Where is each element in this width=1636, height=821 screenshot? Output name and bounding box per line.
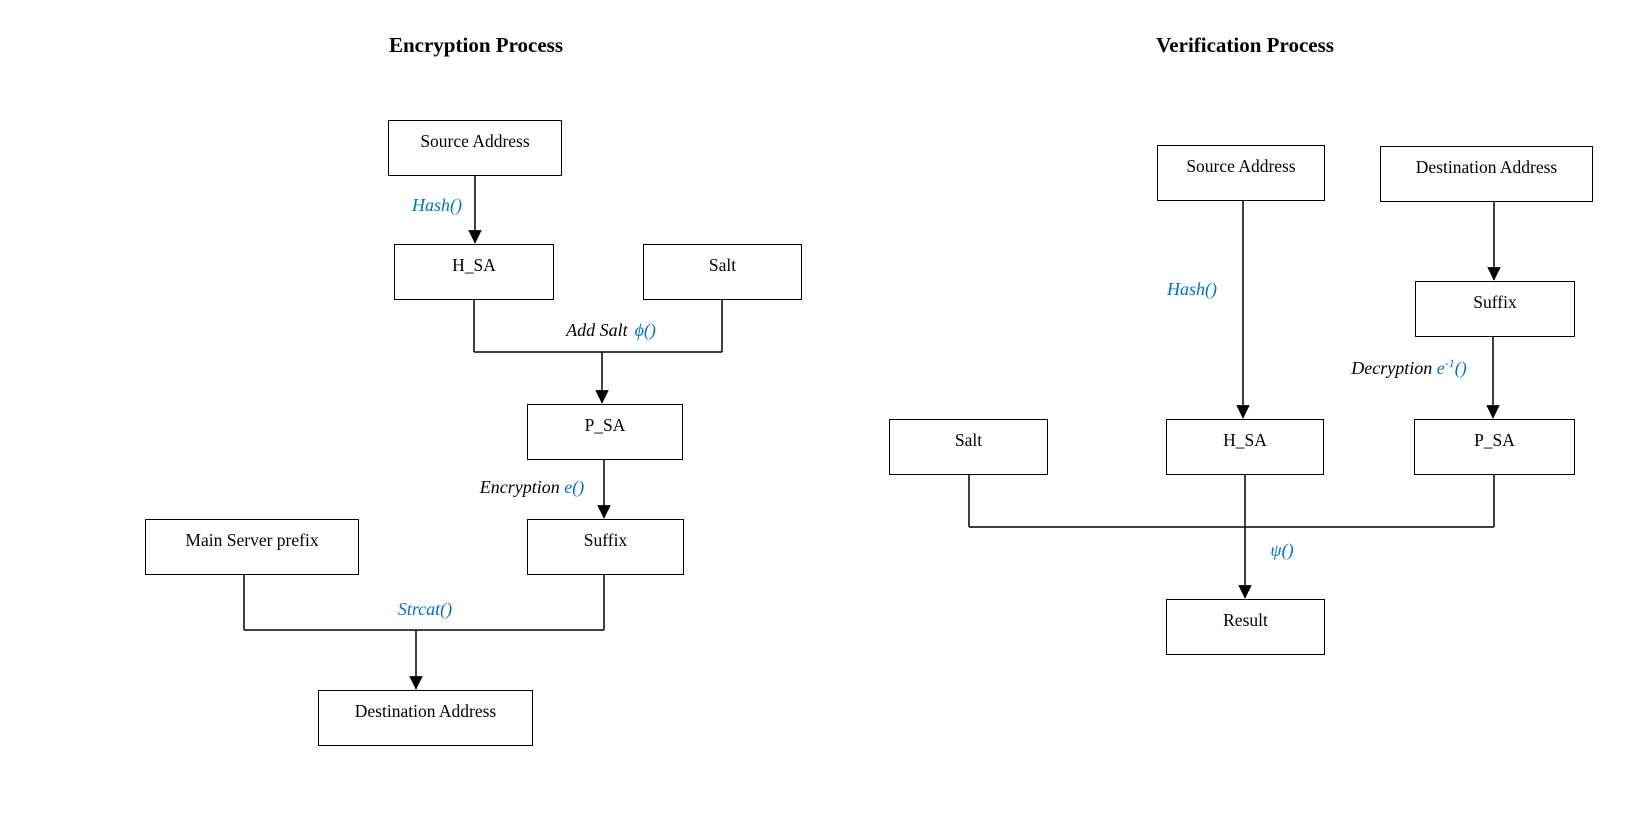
edge-label-encryption: Encryption e() [480, 477, 584, 497]
edge-label-hash-enc: Hash() [412, 195, 462, 215]
node-label: Salt [708, 255, 737, 275]
function-name: ϕ() [634, 320, 656, 340]
edge-label-add-salt: Add Salt ϕ() [566, 320, 656, 340]
node-source-address-ver: Source Address [1157, 145, 1325, 201]
node-suffix-enc: Suffix [527, 519, 684, 575]
node-result: Result [1166, 599, 1325, 655]
edge-label-decryption: Decryption e-1() [1351, 356, 1467, 378]
node-hsa-ver: H_SA [1166, 419, 1324, 475]
function-name: ψ() [1270, 540, 1294, 560]
function-name: Strcat() [397, 599, 453, 619]
node-salt-ver: Salt [889, 419, 1048, 475]
node-label: Suffix [1473, 292, 1517, 312]
function-name: e [1436, 358, 1445, 378]
operation-name: Add Salt [566, 320, 628, 340]
edge-label-strcat: Strcat() [398, 599, 452, 619]
node-label: H_SA [1223, 430, 1267, 450]
node-label: P_SA [1474, 430, 1515, 450]
node-psa-enc: P_SA [527, 404, 683, 460]
verification-process-title: Verification Process [1156, 33, 1334, 57]
node-destination-address-enc: Destination Address [318, 690, 533, 746]
node-hsa-enc: H_SA [394, 244, 554, 300]
node-label: H_SA [452, 255, 496, 275]
function-exponent: -1 [1444, 356, 1455, 370]
node-destination-address-ver: Destination Address [1380, 146, 1593, 202]
node-label: Salt [954, 430, 983, 450]
node-label: Result [1223, 610, 1268, 630]
node-salt-enc: Salt [643, 244, 802, 300]
function-name: e() [564, 477, 585, 497]
node-label: Suffix [583, 530, 628, 550]
encryption-process-title: Encryption Process [388, 33, 564, 57]
operation-name: Decryption [1351, 358, 1433, 378]
edge-label-psi: ψ() [1270, 540, 1293, 560]
function-name: Hash() [412, 195, 462, 215]
node-label: Source Address [420, 131, 530, 151]
node-label: Destination Address [1415, 157, 1558, 177]
node-source-address-enc: Source Address [388, 120, 562, 176]
node-main-server-prefix: Main Server prefix [145, 519, 359, 575]
node-psa-ver: P_SA [1414, 419, 1575, 475]
function-parens: () [1454, 358, 1467, 378]
function-name: Hash() [1167, 279, 1217, 299]
node-label: Source Address [1186, 156, 1296, 176]
node-suffix-ver: Suffix [1415, 281, 1575, 337]
node-label: Main Server prefix [185, 530, 319, 550]
operation-name: Encryption [479, 477, 560, 497]
node-label: P_SA [584, 415, 626, 435]
node-label: Destination Address [354, 701, 497, 721]
edge-label-hash-ver: Hash() [1167, 279, 1217, 299]
